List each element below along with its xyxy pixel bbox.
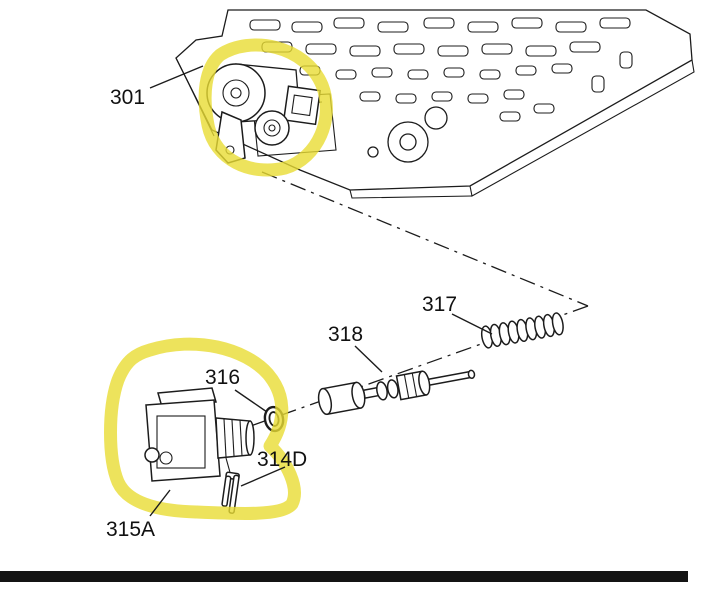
callout-317: 317	[422, 293, 457, 316]
callout-316: 316	[205, 366, 240, 389]
callout-318: 318	[328, 323, 363, 346]
callout-315A: 315A	[106, 518, 155, 541]
valve-shaft-drawing	[317, 369, 476, 416]
leader-318	[354, 345, 383, 373]
spring-drawing	[480, 312, 564, 349]
bottom-bar	[0, 571, 688, 582]
highlight-circle-top	[198, 38, 333, 177]
leader-315A	[149, 489, 171, 517]
leader-316	[234, 389, 268, 413]
solenoid-installed-drawing	[206, 63, 322, 164]
leader-lines	[149, 65, 493, 517]
callout-301: 301	[110, 86, 145, 109]
leader-314D	[240, 466, 286, 487]
assembly-centerline	[244, 305, 589, 429]
solenoid-drawing	[144, 387, 255, 482]
highlight-circle-bottom	[104, 337, 301, 521]
projection-line	[261, 171, 589, 307]
leader-317	[451, 313, 493, 335]
leader-301	[149, 65, 204, 89]
callout-314D: 314D	[257, 448, 307, 471]
